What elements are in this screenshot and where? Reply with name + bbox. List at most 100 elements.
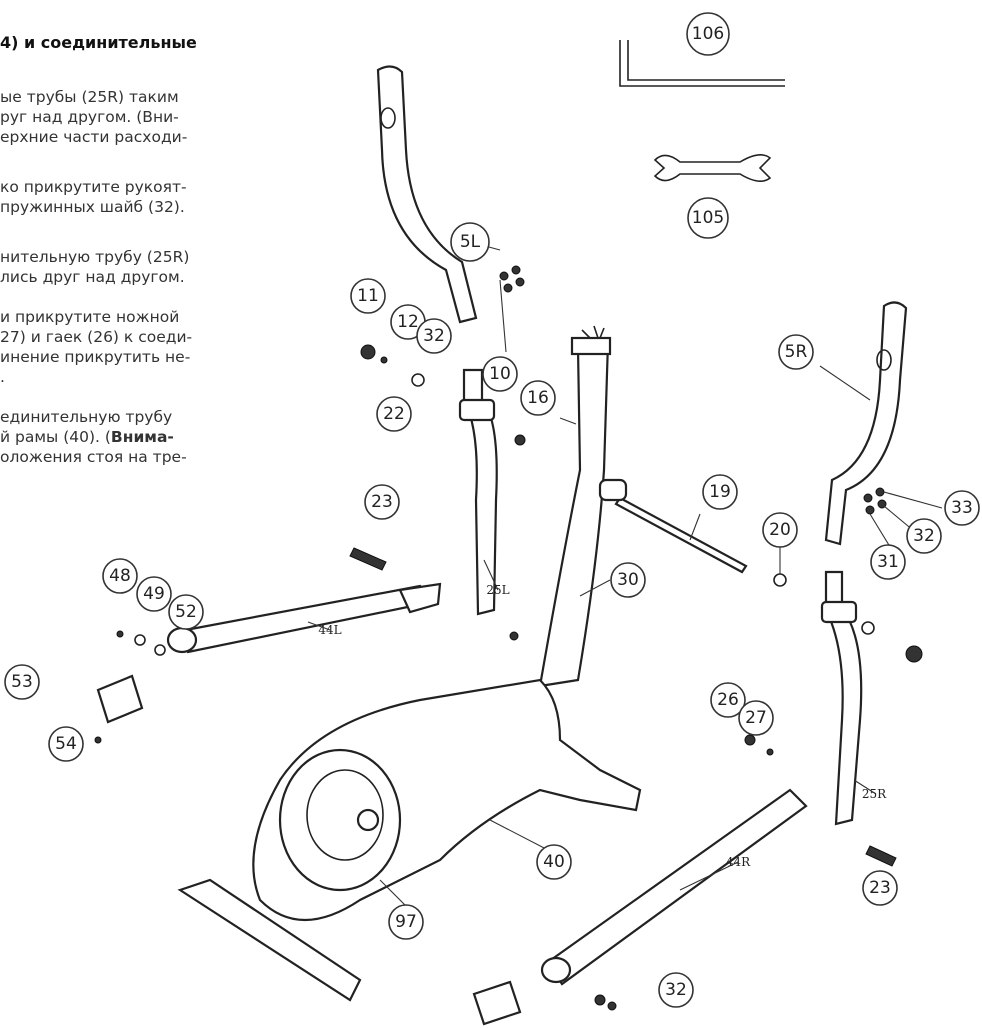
right-handlebar (824, 301, 908, 546)
callout-circle (906, 518, 942, 554)
callout-number: 44L (318, 623, 341, 637)
callout-circle (102, 558, 138, 594)
callout-circle (862, 870, 898, 906)
callout-circle (350, 278, 386, 314)
callout-circle (168, 594, 204, 630)
part-callout-54: 54 (48, 726, 84, 762)
callout-circle (48, 726, 84, 762)
part-callout-52: 52 (168, 594, 204, 630)
instruction-line: нительную трубу (25R) (0, 248, 190, 266)
callout-circle (738, 700, 774, 736)
callout-number: 106 (692, 24, 724, 44)
part-callout-31: 31 (870, 544, 906, 580)
callout-number: 40 (543, 852, 565, 872)
callout-number: 30 (617, 570, 639, 590)
instruction-line: 27) и гаек (26) к соеди- (0, 328, 193, 346)
part-callout-44R: 44R (726, 855, 751, 869)
callout-number: 16 (527, 388, 549, 408)
part-callout-22: 22 (376, 396, 412, 432)
part-callout-5R: 5R (778, 334, 814, 370)
callout-number: 33 (951, 498, 973, 518)
instruction-line: пружинных шайб (32). (0, 198, 185, 216)
axle-rod (598, 478, 748, 574)
callout-circle (520, 380, 556, 416)
instruction-line: ко прикрутите рукоят- (0, 178, 187, 196)
callout-number: 23 (869, 878, 891, 898)
part-callout-25L: 25L (486, 583, 509, 597)
part-callout-11: 11 (350, 278, 386, 314)
part-callout-12: 12 (390, 304, 426, 340)
part-callout-32: 32 (906, 518, 942, 554)
callout-circle (388, 904, 424, 940)
callout-number: 105 (692, 208, 724, 228)
part-callout-5L: 5L (450, 222, 490, 262)
callout-number: 11 (357, 286, 379, 306)
part-callout-19: 19 (702, 474, 738, 510)
part-callout-23: 23 (364, 484, 400, 520)
callout-number: 54 (55, 734, 77, 754)
part-callout-40: 40 (536, 844, 572, 880)
part-callout-23: 23 (862, 870, 898, 906)
callout-number: 44R (726, 855, 751, 869)
callout-circle (710, 682, 746, 718)
part-callout-33: 33 (944, 490, 980, 526)
callout-number: 32 (665, 980, 687, 1000)
callout-number: 26 (717, 690, 739, 710)
callout-circle (136, 576, 172, 612)
callout-number: 97 (395, 912, 417, 932)
callout-circle (450, 222, 490, 262)
right-pedal-arm (540, 788, 808, 986)
callout-circle (762, 512, 798, 548)
callout-number: 27 (745, 708, 767, 728)
left-end-cap (96, 674, 144, 724)
callout-number: 5R (785, 342, 808, 362)
callout-number: 22 (383, 404, 405, 424)
callout-circle (658, 972, 694, 1008)
part-callout-49: 49 (136, 576, 172, 612)
callout-number: 32 (913, 526, 935, 546)
instruction-line: инение прикрутить не- (0, 348, 191, 366)
callout-circle (536, 844, 572, 880)
callout-circle (687, 197, 729, 239)
instruction-line: оложения стоя на тре- (0, 448, 187, 466)
instruction-line: руг над другом. (Вни- (0, 108, 179, 126)
part-callout-10: 10 (482, 356, 518, 392)
callout-circle (482, 356, 518, 392)
right-upright-tube (820, 570, 863, 826)
instruction-line: единительную трубу (0, 408, 173, 426)
part-callout-106: 106 (686, 12, 730, 56)
part-callout-30: 30 (610, 562, 646, 598)
instruction-bold: Внима- (110, 428, 174, 446)
callout-circle (686, 12, 730, 56)
callout-number: 23 (371, 492, 393, 512)
main-frame (177, 678, 642, 1002)
callout-number: 25L (486, 583, 509, 597)
part-callout-53: 53 (4, 664, 40, 700)
instruction-heading: 4) и соединительные (0, 33, 197, 52)
callout-circle (610, 562, 646, 598)
callout-number: 52 (175, 602, 197, 622)
instruction-line-text: й рамы (40). ( (0, 428, 111, 446)
callout-circle (364, 484, 400, 520)
allen-key-tool (619, 40, 785, 87)
callout-number: 20 (769, 520, 791, 540)
part-number-callouts: 106 105 5L 11 12 32 10 22 16 5R 19 33 32 31 20 23 484952… (4, 12, 980, 1008)
part-callout-26: 26 (710, 682, 746, 718)
part-callout-20: 20 (762, 512, 798, 548)
leader-lines (307, 242, 943, 907)
part-callout-16: 16 (520, 380, 556, 416)
instruction-line: ые трубы (25R) таким (0, 88, 179, 106)
callout-number: 12 (397, 312, 419, 332)
callout-circle (870, 544, 906, 580)
callout-number: 48 (109, 566, 131, 586)
part-callout-32: 32 (658, 972, 694, 1008)
callout-number: 5L (460, 232, 481, 252)
part-callout-97: 97 (388, 904, 424, 940)
instruction-line: ерхние части расходи- (0, 128, 188, 146)
part-callout-25R: 25R (862, 787, 887, 801)
wrench-tool (653, 154, 772, 182)
callout-number: 25R (862, 787, 887, 801)
callout-number: 31 (877, 552, 899, 572)
